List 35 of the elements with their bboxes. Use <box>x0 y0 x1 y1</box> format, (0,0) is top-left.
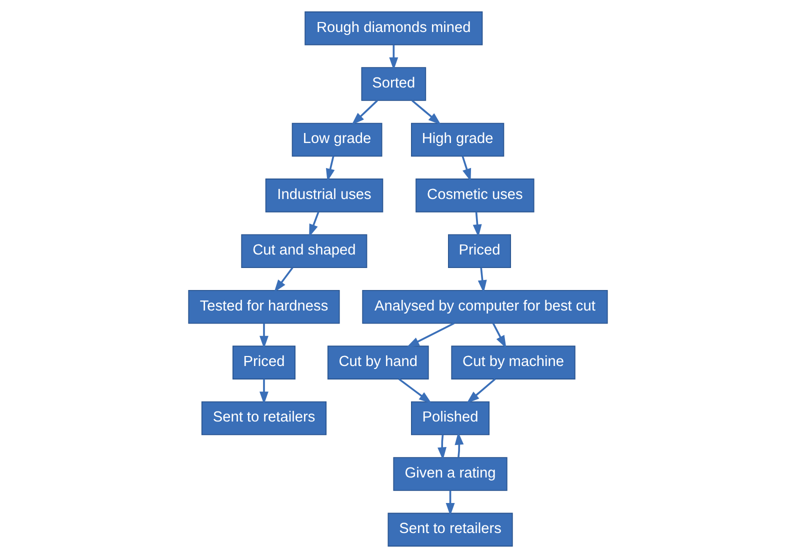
node-box: Given a rating <box>392 457 507 491</box>
arrow <box>454 432 464 458</box>
node-box: Priced <box>232 346 295 380</box>
node-box: Low grade <box>291 122 382 157</box>
arrow <box>492 322 506 348</box>
node-box: Cut and shaped <box>240 234 367 268</box>
arrow <box>308 212 319 238</box>
arrow <box>259 323 268 349</box>
node-box: High grade <box>410 122 504 157</box>
arrow <box>398 378 432 404</box>
arrow <box>411 100 441 125</box>
arrow <box>388 44 398 70</box>
arrow <box>406 322 454 348</box>
node-box: Rough diamonds mined <box>304 11 482 46</box>
node-box: Cut by machine <box>450 346 575 380</box>
node-box: Sorted <box>360 67 426 101</box>
node-box: Industrial uses <box>264 178 383 212</box>
arrow <box>259 379 268 404</box>
node-box: Sent to retailers <box>200 401 326 436</box>
node-box: Tested for hardness <box>188 290 340 324</box>
node-box: Sent to retailers <box>387 512 512 547</box>
node-box: Cut by hand <box>326 346 428 380</box>
arrow <box>274 267 293 292</box>
node-box: Priced <box>448 234 510 268</box>
arrow <box>445 490 454 516</box>
node-box: Cosmetic uses <box>415 178 534 212</box>
arrow <box>466 378 496 404</box>
node-box: Polished <box>410 401 490 436</box>
arrow <box>437 434 446 460</box>
arrow <box>477 268 486 293</box>
arrow <box>351 100 378 125</box>
node-box: Analysed by computer for best cut <box>362 290 608 324</box>
arrow <box>461 156 471 182</box>
arrow <box>472 212 482 238</box>
arrow <box>325 156 334 182</box>
